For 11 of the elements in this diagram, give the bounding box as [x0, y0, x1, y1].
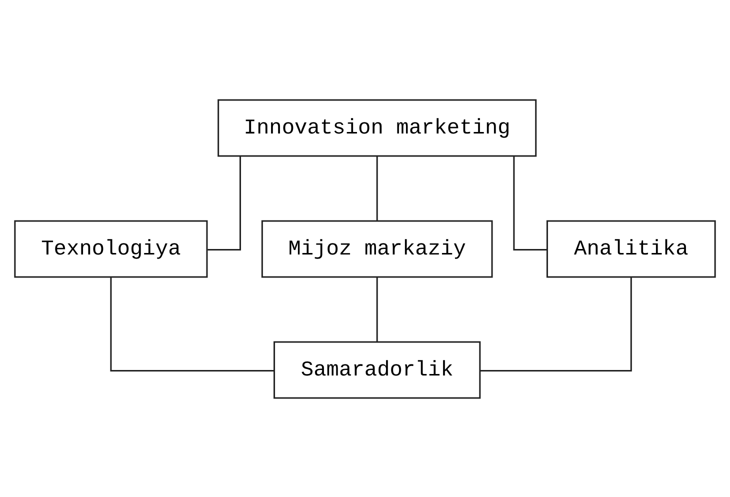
connector [110, 276, 274, 371]
connector [513, 156, 547, 250]
node-box: Texnologiya [14, 220, 208, 278]
node-box: Analitika [546, 220, 716, 278]
node-box: Mijoz markaziy [261, 220, 493, 278]
connector [480, 276, 632, 371]
connector [376, 276, 378, 342]
node-box: Samaradorlik [274, 340, 481, 398]
node-box: Innovatsion marketing [218, 98, 537, 156]
connector [208, 156, 241, 250]
connector [376, 156, 378, 220]
